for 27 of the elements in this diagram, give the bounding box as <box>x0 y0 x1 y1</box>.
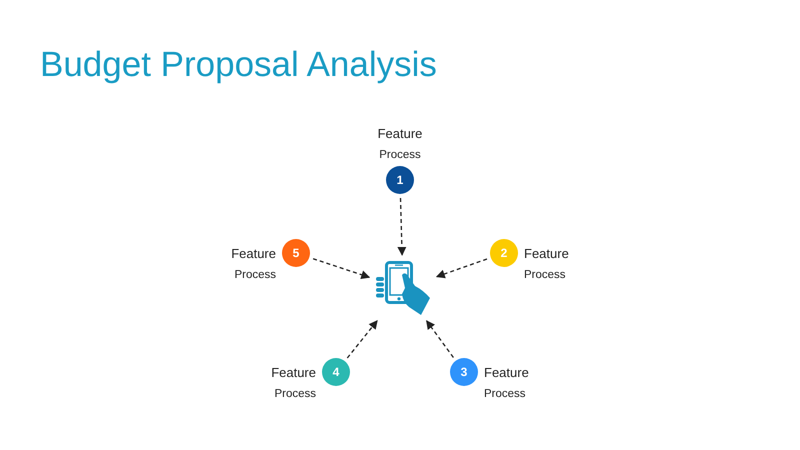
number-circle <box>282 239 310 267</box>
dashed-arrow <box>436 258 488 278</box>
number-circle <box>386 166 414 194</box>
number-circle <box>322 358 350 386</box>
dashed-arrow <box>312 258 370 280</box>
step-number: 2 <box>500 246 508 260</box>
item-subheading: Process <box>274 387 316 402</box>
phone-in-hand-icon <box>375 261 431 316</box>
item-heading: Feature <box>271 365 316 381</box>
step-number: 4 <box>332 365 340 379</box>
step-number: 1 <box>396 173 404 187</box>
item-subheading: Process <box>484 387 526 402</box>
dashed-arrow <box>346 320 378 358</box>
step-number: 3 <box>460 365 468 379</box>
slide-title: Budget Proposal Analysis <box>40 44 437 86</box>
dashed-arrow <box>397 198 406 256</box>
number-circle <box>490 239 518 267</box>
item-subheading: Process <box>524 268 566 283</box>
item-heading: Feature <box>231 246 276 262</box>
item-subheading: Process <box>379 148 421 163</box>
number-circle <box>450 358 478 386</box>
item-heading: Feature <box>524 246 569 262</box>
item-subheading: Process <box>234 268 276 283</box>
step-number: 5 <box>292 246 300 260</box>
item-heading: Feature <box>484 365 529 381</box>
dashed-arrow <box>426 320 454 358</box>
item-heading: Feature <box>378 126 422 142</box>
